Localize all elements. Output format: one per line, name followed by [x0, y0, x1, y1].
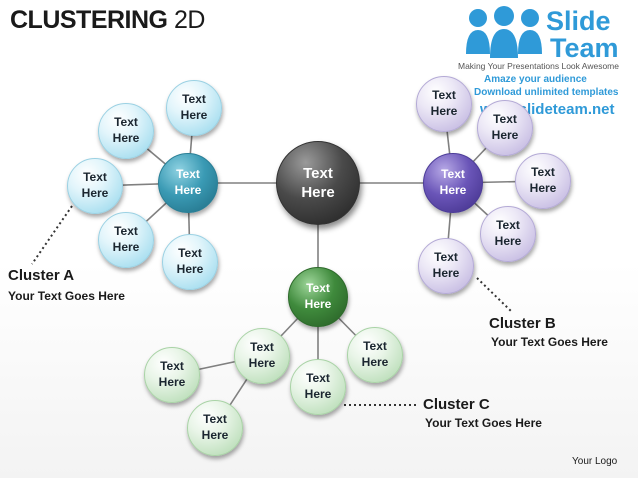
logo-download-text: Download unlimited templates [474, 87, 619, 98]
cluster-b-node-4[interactable]: Text Here [480, 206, 536, 262]
cluster-b-node-1[interactable]: Text Here [416, 76, 472, 132]
cluster-c-title: Cluster C [423, 396, 490, 413]
cluster-a-node-5[interactable]: Text Here [162, 234, 218, 290]
logo-slide-text: Slide [546, 6, 611, 36]
cluster-a-hub-node[interactable]: Text Here [158, 153, 218, 213]
cluster-a-node-2[interactable]: Text Here [98, 103, 154, 159]
cluster-a-subtitle: Your Text Goes Here [8, 289, 125, 303]
center-hub-node[interactable]: Text Here [276, 141, 360, 225]
slideteam-logo: Slide Team Making Your Presentations Loo… [458, 4, 636, 122]
cluster-c-node-4[interactable]: Text Here [144, 347, 200, 403]
cluster-b-node-2[interactable]: Text Here [477, 100, 533, 156]
cluster-a-node-1[interactable]: Text Here [166, 80, 222, 136]
cluster-c-node-3[interactable]: Text Here [234, 328, 290, 384]
your-logo-placeholder: Your Logo [572, 456, 618, 467]
logo-amaze-text: Amaze your audience [484, 74, 587, 85]
logo-tagline: Making Your Presentations Look Awesome [458, 61, 619, 71]
logo-team-text: Team [550, 33, 619, 63]
cluster-c-node-1[interactable]: Text Here [347, 327, 403, 383]
team-people-icon [466, 6, 542, 58]
cluster-b-subtitle: Your Text Goes Here [491, 335, 608, 349]
cluster-b-node-3[interactable]: Text Here [515, 153, 571, 209]
cluster-b-hub-node[interactable]: Text Here [423, 153, 483, 213]
cluster-c-hub-node[interactable]: Text Here [288, 267, 348, 327]
cluster-b-node-5[interactable]: Text Here [418, 238, 474, 294]
cluster-a-title: Cluster A [8, 267, 75, 284]
cluster-c-subtitle: Your Text Goes Here [425, 416, 542, 430]
cluster-c-node-2[interactable]: Text Here [290, 359, 346, 415]
cluster-a-node-4[interactable]: Text Here [98, 212, 154, 268]
title-bold: CLUSTERING [10, 6, 168, 34]
cluster-b-title: Cluster B [489, 315, 556, 332]
cluster-c-node-5[interactable]: Text Here [187, 400, 243, 456]
cluster-a-node-3[interactable]: Text Here [67, 158, 123, 214]
title-light: 2D [173, 6, 205, 34]
slide-title: CLUSTERING 2D [10, 6, 205, 35]
